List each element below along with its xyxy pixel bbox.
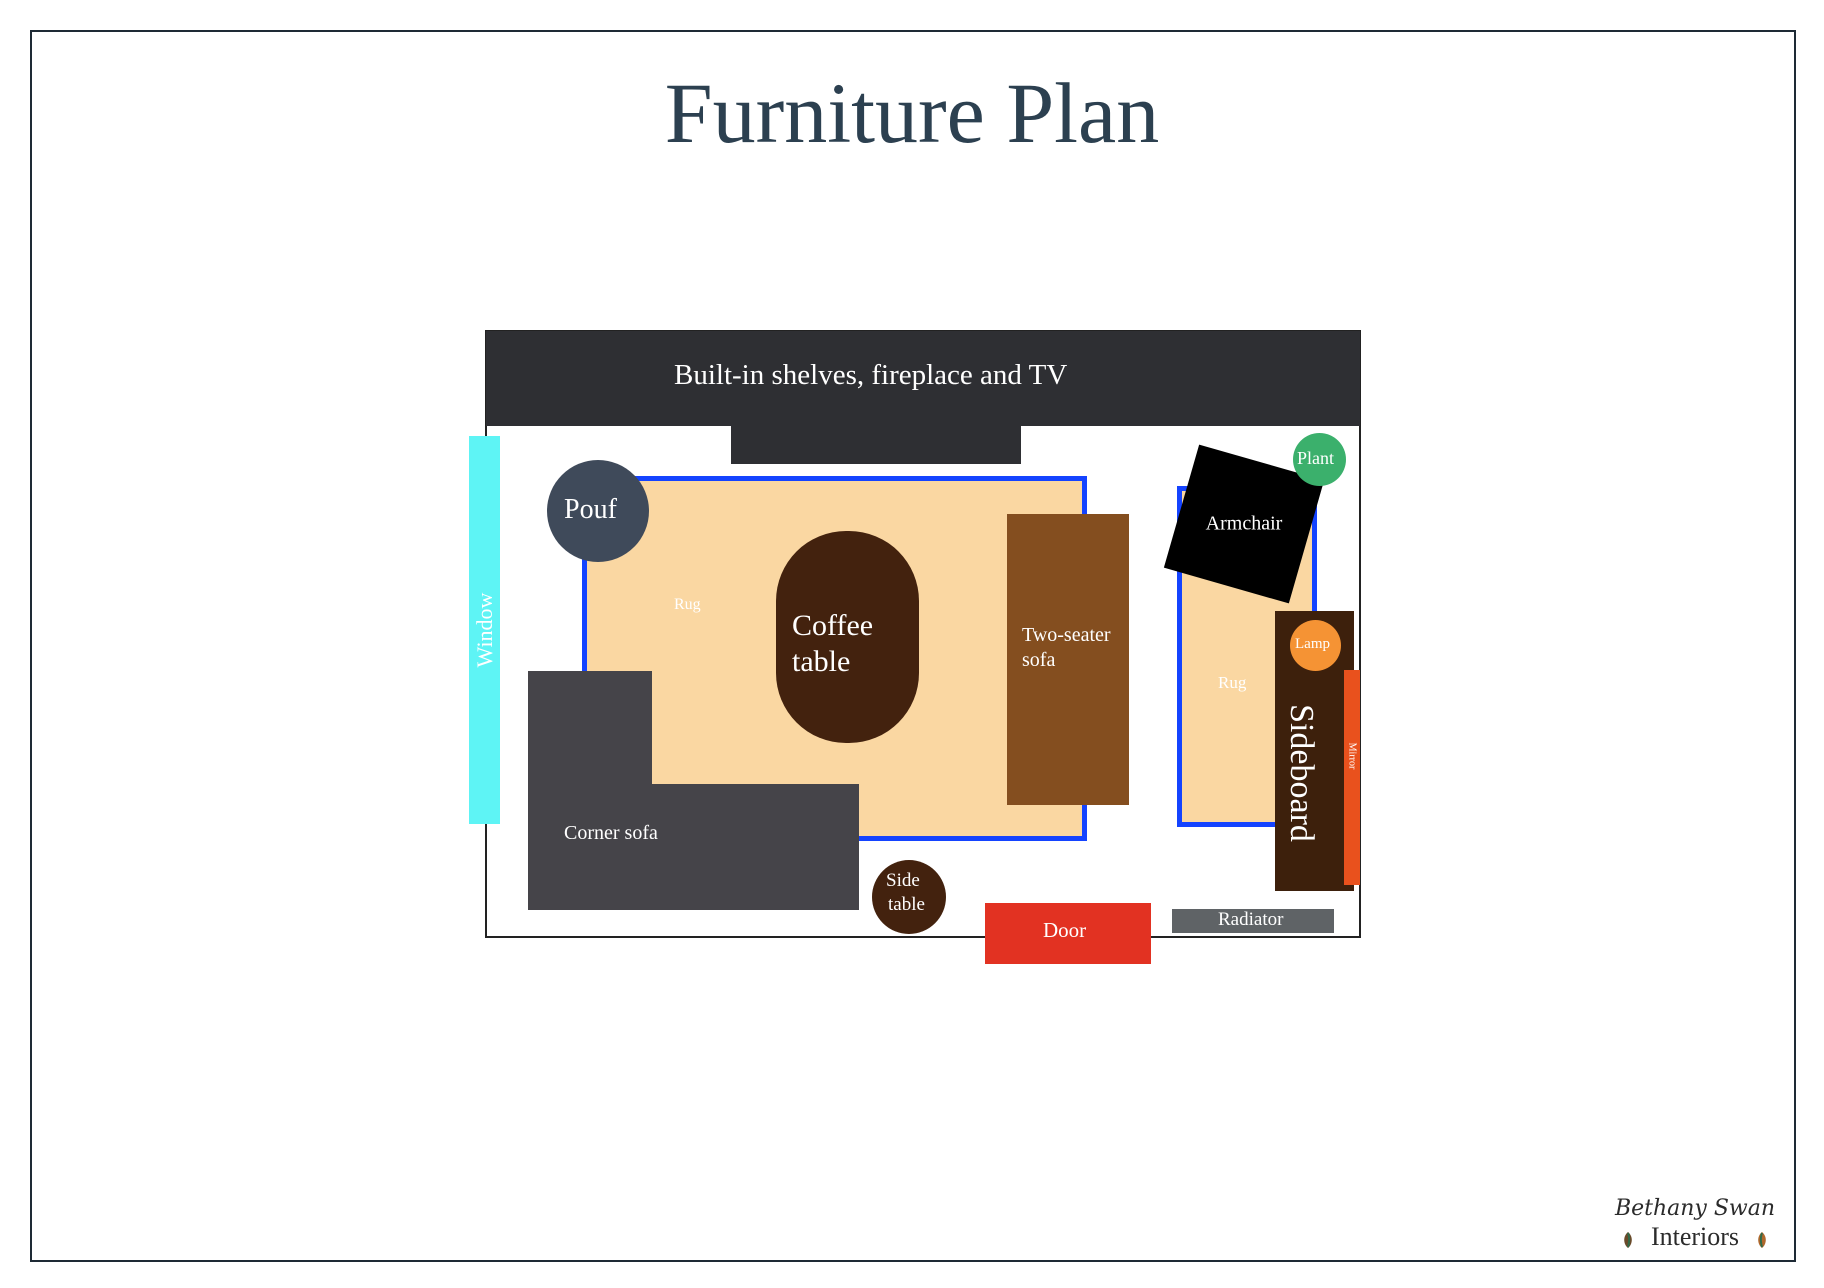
mirror-label: Mirror — [1346, 742, 1358, 770]
two-seater-sofa: Two-seater sofa — [1007, 514, 1129, 805]
main-rug-label: Rug — [674, 596, 701, 613]
logo-name-text: Interiors — [1650, 1222, 1740, 1251]
coffee-table-label-line2: table — [792, 645, 851, 678]
leaf-icon — [1758, 1232, 1766, 1248]
page-frame — [30, 30, 1796, 1262]
pouf-label: Pouf — [564, 494, 617, 525]
mirror: Mirror — [1344, 670, 1360, 885]
pouf: Pouf — [547, 460, 649, 562]
sideboard-label: Sideboard — [1282, 704, 1320, 843]
radiator-label: Radiator — [1218, 909, 1284, 930]
built-in-shelves: Built-in shelves, fireplace and TV — [486, 331, 1360, 426]
corner-sofa-label: Corner sofa — [564, 822, 658, 844]
leaf-icon — [1624, 1232, 1632, 1248]
coffee-table-label-line1: Coffee — [792, 609, 874, 642]
coffee-table: Coffee table — [776, 531, 919, 743]
side-table: Side table — [872, 860, 946, 934]
window: Window — [469, 436, 500, 824]
two-seater-sofa-label-line1: Two-seater — [1022, 624, 1111, 646]
lamp: Lamp — [1290, 620, 1341, 671]
corner-sofa: Corner sofa — [528, 784, 859, 910]
door: Door — [985, 903, 1151, 964]
brand-logo: Bethany Swan Interiors — [1610, 1196, 1780, 1252]
armchair-label: Armchair — [1205, 512, 1283, 535]
window-label: Window — [471, 592, 497, 668]
lamp-label: Lamp — [1295, 636, 1330, 652]
plant-label: Plant — [1297, 448, 1335, 468]
shelves-label: Built-in shelves, fireplace and TV — [674, 359, 1068, 391]
logo-script-text: Bethany Swan — [1614, 1196, 1776, 1221]
two-seater-sofa-label-line2: sofa — [1022, 649, 1056, 671]
plant: Plant — [1293, 433, 1346, 486]
side-table-label-line2: table — [888, 894, 925, 915]
side-rug-label: Rug — [1218, 673, 1247, 692]
door-label: Door — [1043, 918, 1087, 942]
page-title: Furniture Plan — [664, 65, 1160, 161]
side-table-label-line1: Side — [886, 870, 920, 891]
radiator: Radiator — [1172, 909, 1334, 933]
fireplace-block — [731, 424, 1021, 464]
